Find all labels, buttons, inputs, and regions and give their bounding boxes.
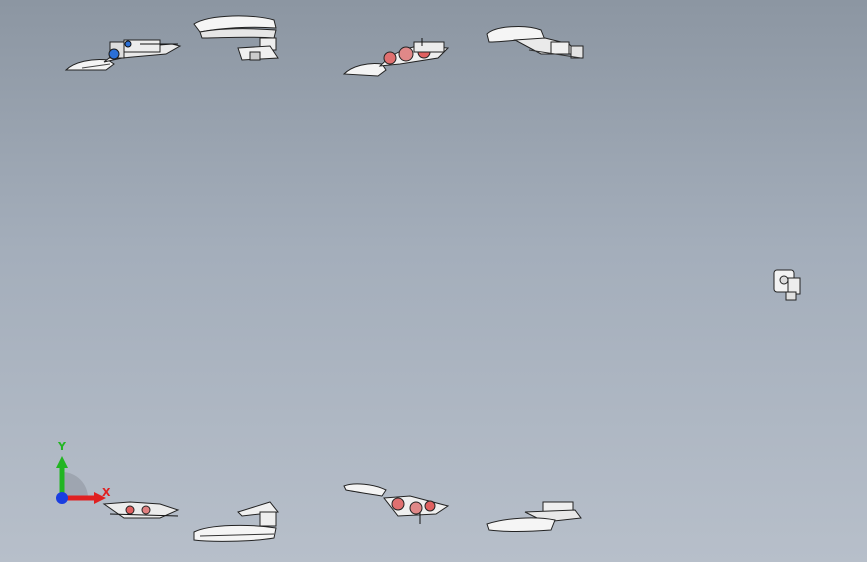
coordinate-triad[interactable]: Y X	[40, 440, 120, 520]
assembly-part-top-left[interactable]	[62, 34, 184, 76]
knuckle-part-right[interactable]	[770, 264, 804, 302]
assembly-part-top-middle[interactable]	[340, 36, 456, 80]
x-axis-label: X	[102, 486, 111, 499]
y-axis-label: Y	[58, 440, 66, 453]
control-arm-bottom-1[interactable]	[190, 498, 286, 546]
control-arm-top-1[interactable]	[190, 12, 286, 64]
assembly-part-bottom-middle[interactable]	[340, 480, 456, 528]
control-arm-top-2[interactable]	[485, 20, 589, 64]
triad-graphic	[56, 456, 106, 504]
control-arm-bottom-2[interactable]	[485, 498, 589, 538]
assembly-part-bottom-left[interactable]	[100, 494, 184, 526]
